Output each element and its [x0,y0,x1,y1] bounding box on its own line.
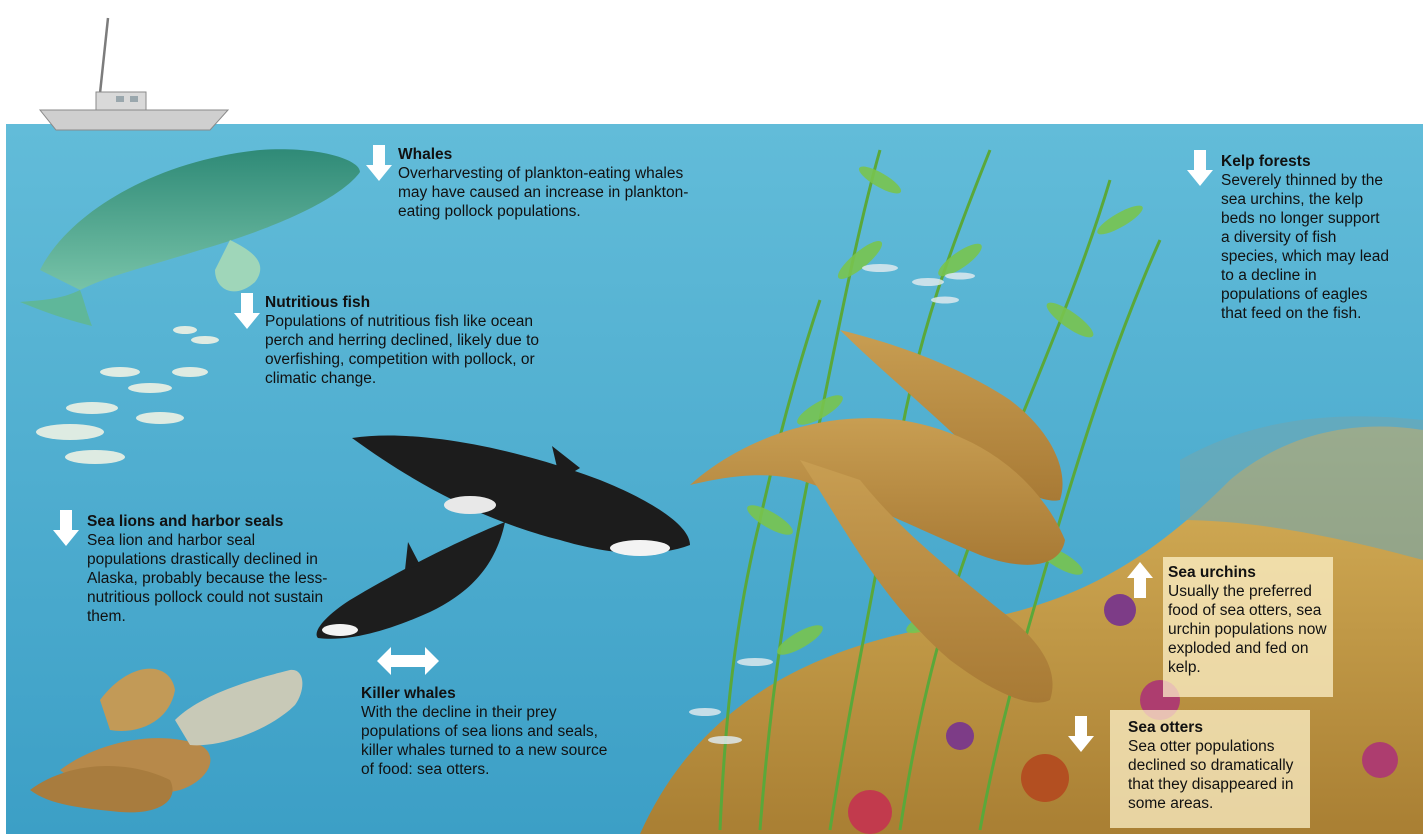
callout-sea-otters: Sea otters Sea otter populations decline… [1128,718,1306,813]
callout-sea-urchins-title: Sea urchins [1168,563,1330,582]
callout-sea-urchins-text: Usually the preferred food of sea otters… [1168,582,1330,677]
arrow-down-icon [1068,716,1094,752]
callout-sea-urchins: Sea urchins Usually the preferred food o… [1168,563,1330,677]
callout-kelp-forests: Kelp forests Severely thinned by the sea… [1221,152,1391,323]
callout-nutritious-fish: Nutritious fish Populations of nutritiou… [265,293,565,388]
callout-kelp-forests-title: Kelp forests [1221,152,1391,171]
callout-sea-otters-title: Sea otters [1128,718,1306,737]
arrow-down-icon [366,145,392,181]
callout-whales-text: Overharvesting of plankton-eating whales… [398,164,698,221]
callout-killer-whales-text: With the decline in their prey populatio… [361,703,621,779]
arrow-down-icon [53,510,79,546]
callout-killer-whales-title: Killer whales [361,684,621,703]
sky [0,0,1423,126]
callout-sea-otters-text: Sea otter populations declined so dramat… [1128,737,1306,813]
callout-kelp-forests-text: Severely thinned by the sea urchins, the… [1221,171,1391,323]
arrow-left-right-icon [377,647,439,675]
callout-whales: Whales Overharvesting of plankton-eating… [398,145,698,221]
callout-sea-lions-text: Sea lion and harbor seal populations dra… [87,531,332,626]
callout-whales-title: Whales [398,145,698,164]
callout-killer-whales: Killer whales With the decline in their … [361,684,621,779]
callout-nutritious-fish-text: Populations of nutritious fish like ocea… [265,312,565,388]
callout-sea-lions-title: Sea lions and harbor seals [87,512,357,531]
arrow-down-icon [1187,150,1213,186]
callout-sea-lions: Sea lions and harbor seals Sea lion and … [87,512,357,626]
callout-nutritious-fish-title: Nutritious fish [265,293,565,312]
arrow-up-icon [1127,562,1153,598]
arrow-down-icon [234,293,260,329]
